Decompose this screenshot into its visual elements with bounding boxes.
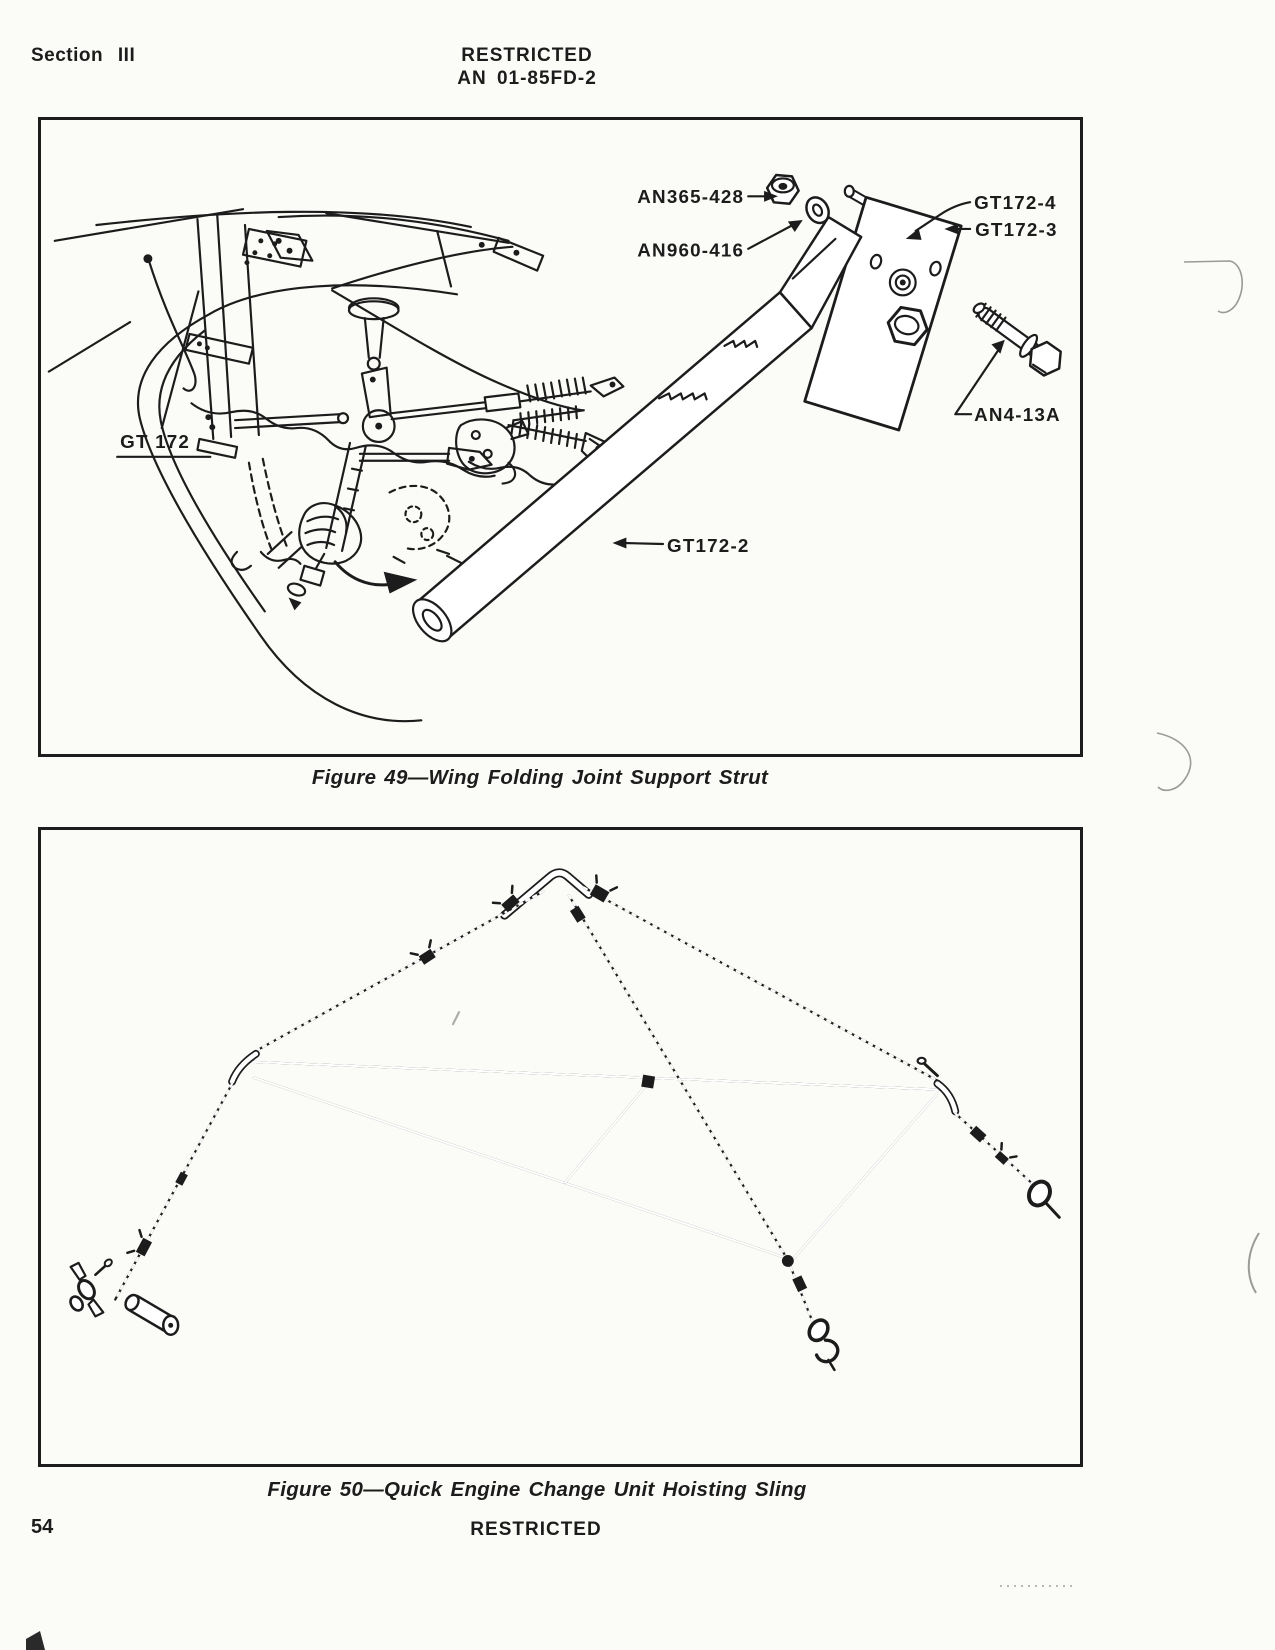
bolt-an4-13a xyxy=(972,302,1062,377)
label-assembly: GT 172 xyxy=(120,431,190,452)
cable-clamps xyxy=(126,874,1018,1293)
figure-50-drawing xyxy=(69,868,1061,1372)
spreader-frame xyxy=(249,1060,941,1264)
label-plate: GT172-3 xyxy=(975,219,1058,240)
apex-fitting xyxy=(500,868,594,920)
binding-mark xyxy=(1156,732,1192,792)
figure-50-panel xyxy=(38,827,1083,1467)
arrowhead xyxy=(612,537,627,549)
figure-49-caption: Figure 49—Wing Folding Joint Support Str… xyxy=(311,766,769,789)
arrowhead xyxy=(905,228,922,240)
scan-speck xyxy=(451,1011,461,1026)
eye-hook-right xyxy=(1026,1179,1061,1219)
nut-an365-428 xyxy=(765,173,800,205)
part-labels: AN365-428 GT172-4 GT172-3 AN960-416 AN4-… xyxy=(116,186,1061,556)
label-pin: GT172-4 xyxy=(974,192,1057,213)
page-number: 54 xyxy=(31,1516,54,1538)
hoisting-sling-drawing xyxy=(69,868,1061,1372)
binding-mark xyxy=(1183,260,1243,314)
binding-mark xyxy=(1247,1232,1260,1294)
arrowhead xyxy=(764,190,778,202)
footer-classification: RESTRICTED xyxy=(470,1519,602,1540)
corner-mark xyxy=(26,1631,45,1650)
fold-direction-arrow xyxy=(333,560,418,594)
wing-fold-mechanism xyxy=(47,208,625,723)
label-strut-tube: GT172-2 xyxy=(667,535,750,556)
washer-an960-416 xyxy=(805,196,830,225)
header-classification: RESTRICTED xyxy=(461,45,593,66)
wing-toggle xyxy=(69,1258,113,1318)
figure-49-panel: AN365-428 GT172-4 GT172-3 AN960-416 AN4-… xyxy=(38,117,1083,757)
plate-gt172-3 xyxy=(803,195,963,432)
section-label: Section III xyxy=(31,45,136,66)
support-strut-exploded xyxy=(411,173,1062,643)
strut-tube-gt172-2 xyxy=(411,215,863,643)
label-washer: AN960-416 xyxy=(637,240,744,261)
arrowhead xyxy=(787,220,803,232)
doc-number: AN 01-85FD-2 xyxy=(457,68,597,89)
arrowhead xyxy=(944,223,959,235)
label-nut: AN365-428 xyxy=(637,186,744,207)
label-bolt: AN4-13A xyxy=(974,404,1061,425)
shackle-hook-bottom xyxy=(807,1318,840,1372)
figure-50-caption: Figure 50—Quick Engine Change Unit Hoist… xyxy=(267,1478,807,1501)
roller-fitting xyxy=(124,1293,180,1336)
sling-cables xyxy=(114,886,1035,1326)
figure-49-drawing: AN365-428 GT172-4 GT172-3 AN960-416 AN4-… xyxy=(47,173,1062,723)
arrowhead xyxy=(991,339,1005,354)
